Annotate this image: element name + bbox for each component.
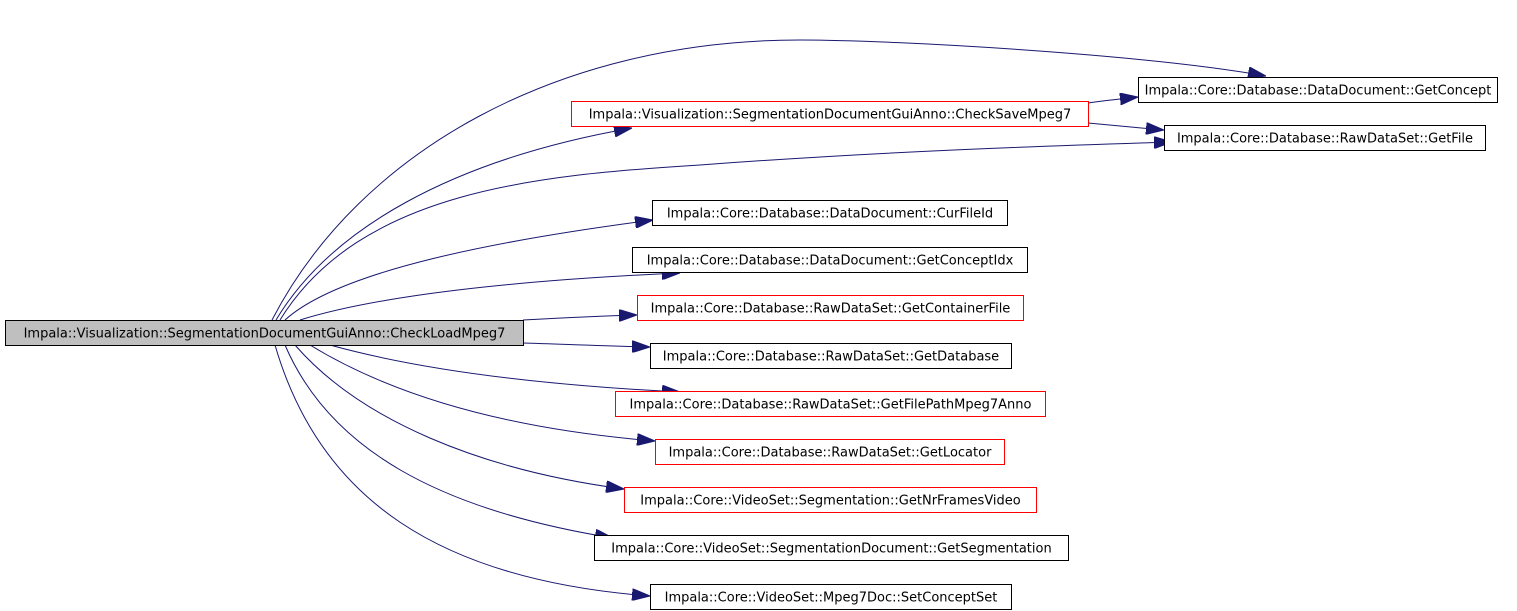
- edge-check-save-mpeg7-to-get-file: [1087, 122, 1164, 130]
- node-box-get-segmentation[interactable]: [594, 535, 1069, 561]
- node-box-set-concept-set[interactable]: [650, 584, 1012, 610]
- node-box-get-locator[interactable]: [655, 439, 1005, 465]
- node-box-get-container-file[interactable]: [637, 295, 1024, 321]
- edge-root-to-get-file: [279, 142, 1172, 321]
- node-box-check-save-mpeg7[interactable]: [571, 101, 1089, 127]
- edge-root-to-cur-file-id: [284, 220, 653, 321]
- node-label-root: Impala::Visualization::SegmentationDocum…: [24, 327, 506, 342]
- node-box-cur-file-id[interactable]: [652, 200, 1008, 226]
- edge-root-to-get-concept-idx: [299, 273, 680, 321]
- node-get-concept-idx[interactable]: Impala::Core::Database::DataDocument::Ge…: [632, 247, 1028, 273]
- edge-root-to-get-file-path-mpeg7-anno: [329, 344, 680, 392]
- edge-root-to-get-concept: [271, 39, 1266, 321]
- node-get-segmentation[interactable]: Impala::Core::VideoSet::SegmentationDocu…: [594, 535, 1069, 561]
- node-box-get-concept[interactable]: [1138, 77, 1498, 103]
- node-label-check-save-mpeg7: Impala::Visualization::SegmentationDocum…: [589, 108, 1072, 123]
- node-get-nr-frames-video[interactable]: Impala::Core::VideoSet::Segmentation::Ge…: [624, 487, 1037, 513]
- node-label-set-concept-set: Impala::Core::VideoSet::Mpeg7Doc::SetCon…: [665, 591, 998, 606]
- node-check-save-mpeg7[interactable]: Impala::Visualization::SegmentationDocum…: [571, 101, 1089, 127]
- node-label-get-file-path-mpeg7-anno: Impala::Core::Database::RawDataSet::GetF…: [630, 398, 1032, 413]
- node-root[interactable]: Impala::Visualization::SegmentationDocum…: [5, 320, 524, 346]
- node-box-get-database[interactable]: [650, 343, 1012, 369]
- node-get-locator[interactable]: Impala::Core::Database::RawDataSet::GetL…: [655, 439, 1005, 465]
- edge-root-to-get-database: [522, 343, 650, 347]
- nodes-layer: Impala::Visualization::SegmentationDocum…: [5, 77, 1498, 610]
- edge-root-to-get-locator: [309, 344, 655, 441]
- node-get-file[interactable]: Impala::Core::Database::RawDataSet::GetF…: [1164, 125, 1486, 151]
- node-get-concept[interactable]: Impala::Core::Database::DataDocument::Ge…: [1138, 77, 1498, 103]
- node-get-database[interactable]: Impala::Core::Database::RawDataSet::GetD…: [650, 343, 1012, 369]
- edge-root-to-set-concept-set: [274, 344, 650, 596]
- node-box-root[interactable]: [5, 320, 524, 346]
- node-label-get-database: Impala::Core::Database::RawDataSet::GetD…: [663, 350, 999, 365]
- edge-check-save-mpeg7-to-get-concept: [1087, 97, 1138, 103]
- edge-root-to-get-nr-frames-video: [294, 344, 624, 489]
- node-label-get-concept: Impala::Core::Database::DataDocument::Ge…: [1145, 84, 1492, 99]
- node-label-get-nr-frames-video: Impala::Core::VideoSet::Segmentation::Ge…: [640, 494, 1021, 509]
- node-label-cur-file-id: Impala::Core::Database::DataDocument::Cu…: [667, 207, 993, 222]
- node-get-file-path-mpeg7-anno[interactable]: Impala::Core::Database::RawDataSet::GetF…: [615, 391, 1046, 417]
- node-cur-file-id[interactable]: Impala::Core::Database::DataDocument::Cu…: [652, 200, 1008, 226]
- node-box-get-concept-idx[interactable]: [632, 247, 1028, 273]
- node-box-get-nr-frames-video[interactable]: [624, 487, 1037, 513]
- node-label-get-file: Impala::Core::Database::RawDataSet::GetF…: [1177, 132, 1473, 147]
- node-label-get-container-file: Impala::Core::Database::RawDataSet::GetC…: [651, 302, 1011, 317]
- edge-root-to-get-container-file: [522, 315, 637, 320]
- node-label-get-segmentation: Impala::Core::VideoSet::SegmentationDocu…: [611, 542, 1051, 557]
- node-box-get-file-path-mpeg7-anno[interactable]: [615, 391, 1046, 417]
- edges-layer: [271, 39, 1266, 596]
- edge-root-to-get-segmentation: [284, 344, 613, 538]
- node-label-get-locator: Impala::Core::Database::RawDataSet::GetL…: [669, 446, 992, 461]
- node-set-concept-set[interactable]: Impala::Core::VideoSet::Mpeg7Doc::SetCon…: [650, 584, 1012, 610]
- node-box-get-file[interactable]: [1164, 125, 1486, 151]
- edge-root-to-check-save-mpeg7: [275, 128, 632, 321]
- node-label-get-concept-idx: Impala::Core::Database::DataDocument::Ge…: [647, 254, 1014, 269]
- node-get-container-file[interactable]: Impala::Core::Database::RawDataSet::GetC…: [637, 295, 1024, 321]
